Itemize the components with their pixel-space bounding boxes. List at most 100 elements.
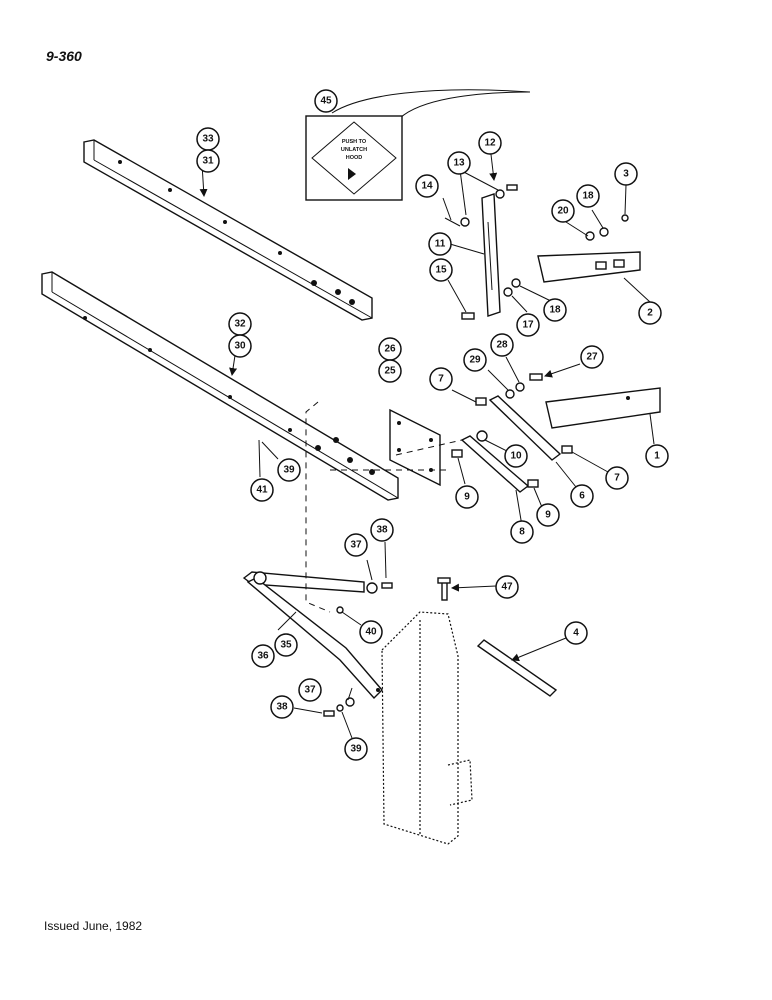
callout-27: 27 bbox=[580, 345, 604, 369]
issued-date-note: Issued June, 1982 bbox=[44, 919, 143, 933]
svg-text:9: 9 bbox=[464, 492, 470, 503]
callout-38-upper: 38 bbox=[370, 518, 394, 542]
callout-7-left: 7 bbox=[429, 367, 453, 391]
callout-31: 31 bbox=[196, 149, 220, 173]
decal-line-2: UNLATCH bbox=[341, 147, 367, 153]
callout-8: 8 bbox=[510, 520, 534, 544]
callout-41: 41 bbox=[250, 478, 274, 502]
svg-text:29: 29 bbox=[469, 355, 481, 366]
lower-bracket bbox=[545, 387, 661, 429]
callout-7-right: 7 bbox=[605, 466, 629, 490]
svg-text:37: 37 bbox=[304, 685, 316, 696]
upper-side-rail bbox=[83, 139, 373, 321]
callout-15: 15 bbox=[429, 258, 453, 282]
callout-18-upper: 18 bbox=[576, 184, 600, 208]
svg-text:31: 31 bbox=[202, 156, 214, 167]
callout-45: 45 bbox=[314, 89, 338, 113]
svg-text:28: 28 bbox=[496, 340, 508, 351]
svg-text:14: 14 bbox=[421, 181, 433, 192]
callout-38-lower: 38 bbox=[270, 695, 294, 719]
svg-text:33: 33 bbox=[202, 134, 214, 145]
slotted-latch-bar bbox=[444, 184, 521, 320]
callout-32: 32 bbox=[228, 312, 252, 336]
callout-1: 1 bbox=[645, 444, 669, 468]
svg-text:39: 39 bbox=[283, 465, 295, 476]
decal-line-3: HOOD bbox=[346, 155, 363, 161]
svg-text:47: 47 bbox=[501, 582, 513, 593]
svg-text:12: 12 bbox=[484, 138, 496, 149]
svg-text:6: 6 bbox=[579, 491, 585, 502]
reference-column-outline bbox=[305, 401, 473, 845]
svg-text:1: 1 bbox=[654, 451, 660, 462]
callout-9-left: 9 bbox=[455, 485, 479, 509]
svg-text:15: 15 bbox=[435, 265, 447, 276]
hood-latch-decal: PUSH TO UNLATCH HOOD bbox=[305, 89, 531, 201]
svg-text:37: 37 bbox=[350, 540, 362, 551]
decal-line-1: PUSH TO bbox=[342, 139, 367, 145]
callout-2: 2 bbox=[638, 301, 662, 325]
hood-lever bbox=[242, 571, 451, 717]
svg-text:45: 45 bbox=[320, 96, 332, 107]
callout-37-upper: 37 bbox=[344, 533, 368, 557]
callout-29: 29 bbox=[463, 348, 487, 372]
svg-text:11: 11 bbox=[435, 239, 446, 250]
svg-text:27: 27 bbox=[586, 352, 598, 363]
callout-47: 47 bbox=[495, 575, 519, 599]
callout-3: 3 bbox=[614, 162, 638, 186]
svg-text:3: 3 bbox=[623, 169, 629, 180]
callout-36: 36 bbox=[251, 644, 275, 668]
callout-35: 35 bbox=[274, 633, 298, 657]
callout-6: 6 bbox=[570, 484, 594, 508]
callout-13: 13 bbox=[447, 151, 471, 175]
decal-arrow-icon bbox=[348, 168, 356, 180]
callout-12: 12 bbox=[478, 131, 502, 155]
callout-14: 14 bbox=[415, 174, 439, 198]
svg-text:8: 8 bbox=[519, 527, 525, 538]
callout-17: 17 bbox=[516, 313, 540, 337]
svg-text:38: 38 bbox=[276, 702, 288, 713]
callout-28: 28 bbox=[490, 333, 514, 357]
callout-40: 40 bbox=[359, 620, 383, 644]
callout-11: 11 bbox=[428, 232, 452, 256]
callout-33: 33 bbox=[196, 127, 220, 151]
svg-text:18: 18 bbox=[549, 305, 561, 316]
svg-text:36: 36 bbox=[257, 651, 269, 662]
mounting-plate bbox=[389, 408, 441, 487]
svg-text:26: 26 bbox=[384, 344, 396, 355]
svg-text:20: 20 bbox=[557, 206, 569, 217]
svg-text:41: 41 bbox=[256, 485, 268, 496]
svg-text:25: 25 bbox=[384, 366, 396, 377]
callout-26: 26 bbox=[378, 337, 402, 361]
linkage-arms bbox=[451, 373, 573, 493]
control-rod bbox=[476, 639, 558, 697]
callout-4: 4 bbox=[564, 621, 588, 645]
callout-25: 25 bbox=[378, 359, 402, 383]
svg-text:30: 30 bbox=[234, 341, 246, 352]
svg-text:40: 40 bbox=[365, 627, 377, 638]
callout-37-lower: 37 bbox=[298, 678, 322, 702]
callout-20: 20 bbox=[551, 199, 575, 223]
svg-text:18: 18 bbox=[582, 191, 594, 202]
svg-text:10: 10 bbox=[510, 451, 522, 462]
svg-text:4: 4 bbox=[573, 628, 579, 639]
svg-text:2: 2 bbox=[647, 308, 653, 319]
svg-text:7: 7 bbox=[438, 374, 444, 385]
callout-9-right: 9 bbox=[536, 503, 560, 527]
callout-18-lower: 18 bbox=[543, 298, 567, 322]
callout-30: 30 bbox=[228, 334, 252, 358]
callout-10: 10 bbox=[504, 444, 528, 468]
page-number: 9-360 bbox=[46, 48, 82, 64]
svg-text:35: 35 bbox=[280, 640, 292, 651]
svg-text:13: 13 bbox=[453, 158, 465, 169]
svg-text:38: 38 bbox=[376, 525, 388, 536]
svg-text:9: 9 bbox=[545, 510, 551, 521]
callout-39-upper: 39 bbox=[277, 458, 301, 482]
upper-bracket bbox=[537, 214, 641, 283]
callout-group bbox=[199, 145, 655, 739]
callout-39-lower: 39 bbox=[344, 737, 368, 761]
svg-text:39: 39 bbox=[350, 744, 362, 755]
svg-text:7: 7 bbox=[614, 473, 620, 484]
lower-side-rail bbox=[41, 271, 399, 501]
